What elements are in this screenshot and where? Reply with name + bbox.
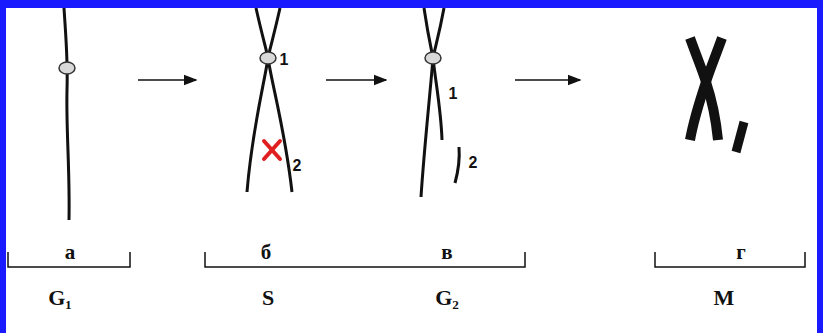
centromere <box>260 52 276 64</box>
stage-arrow <box>138 79 580 81</box>
centromere <box>59 62 75 74</box>
broken-chromatid <box>433 8 444 140</box>
stage-bracket <box>8 252 805 267</box>
chromatid <box>421 8 433 197</box>
metaphase-chromosome <box>690 38 722 140</box>
stage-letter: в <box>441 242 452 263</box>
centromere <box>425 52 441 64</box>
chromatid <box>64 8 69 220</box>
phase-name: M <box>714 287 735 309</box>
phase-name: G₁ <box>48 287 72 309</box>
phase-name: G₂ <box>435 287 459 309</box>
chromosome-fragment <box>736 122 744 152</box>
callout-number: 2 <box>469 155 478 171</box>
callout-number: 1 <box>280 52 289 68</box>
callout-number: 2 <box>293 158 302 174</box>
chromatid-fragment <box>455 147 459 183</box>
stage-letter: г <box>736 242 746 263</box>
damage-mark <box>264 141 280 159</box>
callout-number: 1 <box>449 86 458 102</box>
stage-letter: а <box>65 242 76 263</box>
stage-letter: б <box>261 242 272 263</box>
chromatid <box>247 8 280 192</box>
phase-name: S <box>262 287 274 309</box>
